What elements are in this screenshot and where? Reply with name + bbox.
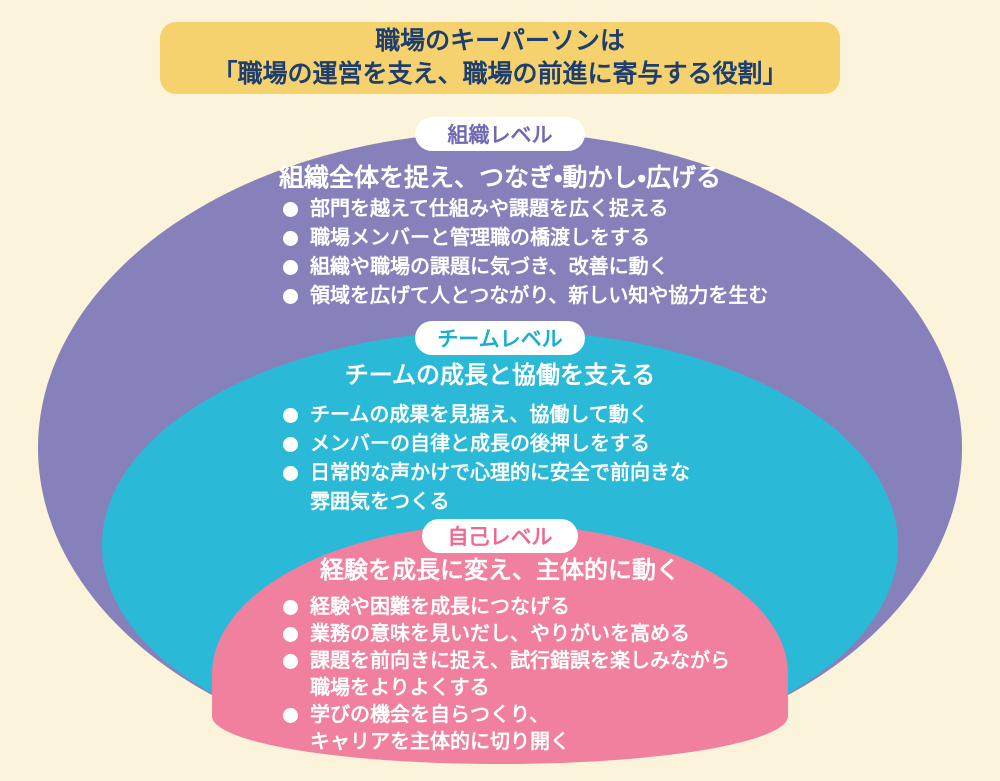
bullet-text: 領域を広げて人とつながり、新しい知や協力を生む: [310, 285, 769, 307]
bullet-text: 日常的な声かけで心理的に安全で前向きな 雰囲気をつくる: [310, 462, 690, 513]
organization-level-badge: 組織レベル: [415, 117, 585, 151]
bullet-text: 組織や職場の課題に気づき、改善に動く: [310, 256, 669, 278]
self-bullet-list: 経験や困難を成長につなげる 業務の意味を見いだし、やりがいを高める 課題を前向き…: [283, 594, 783, 756]
bullet-text: 職場メンバーと管理職の橋渡しをする: [310, 227, 650, 249]
bullet-dot-icon: [283, 708, 298, 723]
bullet-text: 課題を前向きに捉え、試行錯誤を楽しみながら 職場をよりよくする: [310, 650, 730, 699]
bullet-text: 学びの機会を自らつくり、 キャリアを主体的に切り開く: [310, 704, 570, 753]
bullet-dot-icon: [283, 466, 298, 481]
list-item: チームの成果を見据え、協働して動く: [283, 401, 783, 430]
title-line-2: 「職場の運営を支え、職場の前進に寄与する役割」: [212, 60, 788, 88]
bullet-dot-icon: [283, 627, 298, 642]
bullet-text: 経験や困難を成長につなげる: [310, 596, 570, 618]
list-item: 領域を広げて人とつながり、新しい知や協力を生む: [283, 282, 783, 311]
self-level-shape: [212, 524, 788, 764]
bullet-dot-icon: [283, 231, 298, 246]
bullet-text: メンバーの自律と成長の後押しをする: [310, 433, 650, 455]
bullet-dot-icon: [283, 408, 298, 423]
team-bullet-list: チームの成果を見据え、協働して動く メンバーの自律と成長の後押しをする 日常的な…: [283, 401, 783, 517]
list-item: 課題を前向きに捉え、試行錯誤を楽しみながら 職場をよりよくする: [283, 648, 783, 702]
organization-level-label: 組織レベル: [447, 124, 553, 147]
title-banner: 職場のキーパーソンは 「職場の運営を支え、職場の前進に寄与する役割」: [160, 22, 840, 94]
bullet-text: 業務の意味を見いだし、やりがいを高める: [310, 623, 690, 645]
bullet-dot-icon: [283, 654, 298, 669]
team-level-label: チームレベル: [437, 328, 563, 351]
organization-bullet-list: 部門を越えて仕組みや課題を広く捉える 職場メンバーと管理職の橋渡しをする 組織や…: [283, 195, 783, 311]
title-line-1: 職場のキーパーソンは: [375, 27, 625, 55]
list-item: 組織や職場の課題に気づき、改善に動く: [283, 253, 783, 282]
list-item: メンバーの自律と成長の後押しをする: [283, 430, 783, 459]
bullet-text: チームの成果を見据え、協働して動く: [310, 404, 649, 426]
organization-heading: 組織全体を捉え、つなぎ・動かし・広げる: [278, 164, 721, 192]
bullet-dot-icon: [283, 600, 298, 615]
bullet-dot-icon: [283, 202, 298, 217]
list-item: 職場メンバーと管理職の橋渡しをする: [283, 224, 783, 253]
bullet-dot-icon: [283, 289, 298, 304]
team-heading: チームの成長と協働を支える: [344, 362, 656, 389]
list-item: 経験や困難を成長につなげる: [283, 594, 783, 621]
self-level-badge: 自己レベル: [422, 519, 578, 553]
bullet-dot-icon: [283, 437, 298, 452]
bullet-dot-icon: [283, 260, 298, 275]
list-item: 業務の意味を見いだし、やりがいを高める: [283, 621, 783, 648]
self-level-label: 自己レベル: [447, 526, 553, 549]
list-item: 学びの機会を自らつくり、 キャリアを主体的に切り開く: [283, 702, 783, 756]
team-level-badge: チームレベル: [415, 321, 585, 355]
self-heading: 経験を成長に変え、主体的に動く: [320, 557, 680, 584]
list-item: 部門を越えて仕組みや課題を広く捉える: [283, 195, 783, 224]
bullet-text: 部門を越えて仕組みや課題を広く捉える: [310, 198, 669, 220]
list-item: 日常的な声かけで心理的に安全で前向きな 雰囲気をつくる: [283, 459, 783, 517]
